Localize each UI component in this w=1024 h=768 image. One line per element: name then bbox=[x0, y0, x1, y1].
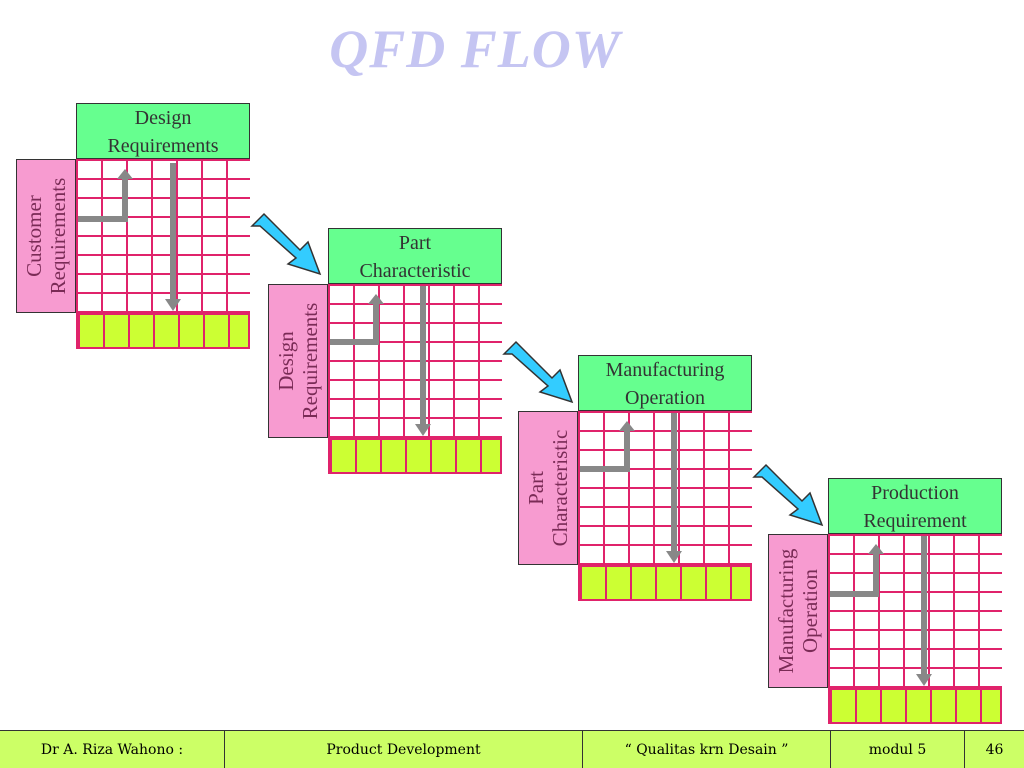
side-label-text-3: Part Characteristic bbox=[524, 429, 572, 547]
qfd-matrix-1: Design Requirements Customer Requirement… bbox=[16, 103, 250, 349]
qfd-matrix-3: Manufacturing Operation Part Characteris… bbox=[518, 355, 752, 601]
footer-course: Product Development bbox=[225, 731, 583, 768]
transition-arrow-icon bbox=[752, 463, 824, 527]
side-label-text-4: Manufacturing Operation bbox=[774, 548, 822, 674]
target-row-1 bbox=[76, 313, 250, 349]
page-title: QFD FLOW bbox=[329, 19, 621, 79]
side-label-4: Manufacturing Operation bbox=[768, 534, 828, 688]
side-label-text-2: Design Requirements bbox=[274, 302, 322, 420]
footer-module: modul 5 bbox=[831, 731, 965, 768]
target-row-2 bbox=[328, 438, 502, 474]
flow-arrow-icon bbox=[580, 413, 682, 563]
target-row-3 bbox=[578, 565, 752, 601]
side-label-2: Design Requirements bbox=[268, 284, 328, 438]
flow-arrow-icon bbox=[330, 286, 431, 436]
qfd-matrix-2: Part Characteristic Design Requirements bbox=[268, 228, 502, 474]
qfd-matrix-4: Production Requirement Manufacturing Ope… bbox=[768, 478, 1002, 724]
slide-footer: Dr A. Riza Wahono : Product Development … bbox=[0, 730, 1024, 768]
target-row-4 bbox=[828, 688, 1002, 724]
side-label-text-1: Customer Requirements bbox=[22, 177, 70, 295]
top-label-1: Design Requirements bbox=[76, 103, 250, 159]
transition-arrow-icon bbox=[502, 340, 574, 404]
relationship-grid-2 bbox=[328, 284, 502, 438]
footer-page-number: 46 bbox=[985, 741, 1004, 758]
flow-arrow-icon bbox=[830, 536, 932, 686]
footer-topic: “ Qualitas krn Desain ” bbox=[583, 731, 831, 768]
relationship-grid-3 bbox=[578, 411, 752, 565]
top-label-2: Part Characteristic bbox=[328, 228, 502, 284]
side-label-1: Customer Requirements bbox=[16, 159, 76, 313]
relationship-grid-4 bbox=[828, 534, 1002, 688]
transition-arrow-icon bbox=[250, 212, 322, 276]
top-label-3: Manufacturing Operation bbox=[578, 355, 752, 411]
flow-arrow-icon bbox=[78, 163, 181, 311]
footer-author: Dr A. Riza Wahono : bbox=[0, 731, 225, 768]
top-label-4: Production Requirement bbox=[828, 478, 1002, 534]
side-label-3: Part Characteristic bbox=[518, 411, 578, 565]
relationship-grid-1 bbox=[76, 159, 250, 313]
